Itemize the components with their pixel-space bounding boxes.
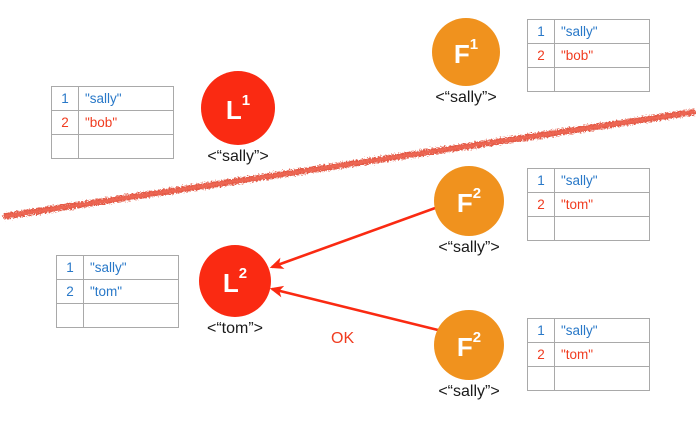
log-value: "bob" [78,110,174,135]
table-row: 1 "sally" [527,168,650,193]
table-row: 1 "sally" [56,255,179,280]
log-value: "sally" [554,168,650,193]
node-superscript: 1 [469,36,479,54]
table-row: 2 "tom" [527,342,650,367]
table-row [527,366,650,391]
table-row: 1 "sally" [527,318,650,343]
log-value [554,366,650,391]
log-value: "sally" [78,86,174,111]
node-leader-1[interactable]: L1 [201,71,275,145]
log-value: "sally" [83,255,179,280]
log-value: "tom" [554,192,650,217]
node-follower-1[interactable]: F1 [432,18,500,86]
node-label: F2 [456,329,482,362]
log-index [51,134,79,159]
node-symbol: F [453,38,470,69]
node-label: F2 [456,185,482,218]
log-index: 2 [527,43,555,68]
node-symbol: L [222,267,239,298]
log-index: 1 [527,318,555,343]
node-label: L1 [225,92,251,125]
node-caption-follower-2-lower: <“sally”> [438,383,500,400]
table-row [56,303,179,328]
log-value [554,67,650,92]
node-superscript: 2 [238,265,248,283]
node-symbol: F [456,187,473,218]
log-table-leader-1: 1 "sally" 2 "bob" [51,86,174,159]
log-value [554,216,650,241]
log-index [527,216,555,241]
table-row: 2 "bob" [51,110,174,135]
log-index: 1 [527,168,555,193]
log-value: "sally" [554,318,650,343]
replication-arrow-upper [269,205,439,269]
node-symbol: L [225,94,242,125]
log-index: 1 [527,19,555,44]
log-table-follower-2-upper: 1 "sally" 2 "tom" [527,168,650,241]
table-row: 1 "sally" [51,86,174,111]
log-value: "bob" [554,43,650,68]
log-index: 2 [527,192,555,217]
table-row: 2 "tom" [527,192,650,217]
table-row: 2 "tom" [56,279,179,304]
log-value: "tom" [554,342,650,367]
node-caption-leader-2: <“tom”> [206,320,263,337]
node-superscript: 2 [472,329,482,347]
log-table-leader-2: 1 "sally" 2 "tom" [56,255,179,328]
log-table-follower-2-lower: 1 "sally" 2 "tom" [527,318,650,391]
table-row [51,134,174,159]
ok-annotation: OK [331,330,355,347]
node-follower-2-upper[interactable]: F2 [434,166,504,236]
log-index [56,303,84,328]
node-superscript: 2 [472,185,482,203]
replication-arrow-lower [269,285,439,332]
node-leader-2[interactable]: L2 [199,245,271,317]
node-superscript: 1 [241,92,251,110]
log-table-follower-1: 1 "sally" 2 "bob" [527,19,650,92]
log-value [83,303,179,328]
log-index: 1 [56,255,84,280]
node-symbol: F [456,331,473,362]
node-caption-follower-1: <“sally”> [435,89,497,106]
table-row [527,67,650,92]
log-value: "tom" [83,279,179,304]
table-row: 2 "bob" [527,43,650,68]
node-caption-follower-2-upper: <“sally”> [438,239,500,256]
log-index [527,67,555,92]
log-index: 2 [56,279,84,304]
log-value: "sally" [554,19,650,44]
table-row [527,216,650,241]
log-value [78,134,174,159]
node-label: L2 [222,265,248,298]
node-caption-leader-1: <“sally”> [207,148,269,165]
log-index: 1 [51,86,79,111]
node-label: F1 [453,36,479,69]
log-index [527,366,555,391]
log-index: 2 [527,342,555,367]
table-row: 1 "sally" [527,19,650,44]
log-index: 2 [51,110,79,135]
node-follower-2-lower[interactable]: F2 [434,310,504,380]
